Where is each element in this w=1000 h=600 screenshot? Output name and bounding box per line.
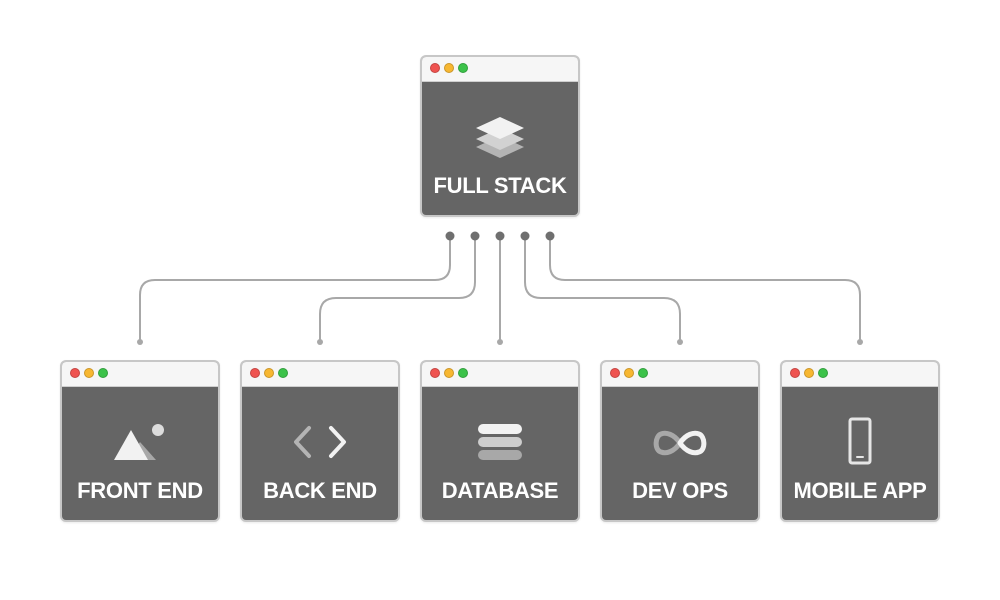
maximize-button[interactable] bbox=[98, 368, 108, 378]
back-end-window[interactable]: BACK END bbox=[240, 360, 400, 522]
connector-dot bbox=[445, 231, 455, 241]
full-stack-label: FULL STACK bbox=[433, 173, 567, 198]
minimize-button[interactable] bbox=[624, 368, 634, 378]
image-icon bbox=[62, 420, 218, 464]
connector-mobile-app bbox=[549, 236, 861, 342]
window-titlebar bbox=[62, 362, 218, 387]
connector-end-dot bbox=[677, 339, 683, 345]
connector-dev-ops bbox=[524, 236, 681, 342]
maximize-button[interactable] bbox=[638, 368, 648, 378]
minimize-button[interactable] bbox=[804, 368, 814, 378]
mobile-app-label: MOBILE APP bbox=[793, 478, 927, 503]
connector-end-dot bbox=[497, 339, 503, 345]
close-button[interactable] bbox=[790, 368, 800, 378]
window-titlebar bbox=[602, 362, 758, 387]
window-titlebar bbox=[422, 362, 578, 387]
layers-icon bbox=[422, 109, 578, 163]
database-window[interactable]: DATABASE bbox=[420, 360, 580, 522]
full-stack-window[interactable]: FULL STACK bbox=[420, 55, 580, 217]
code-icon bbox=[242, 422, 398, 462]
front-end-window[interactable]: FRONT END bbox=[60, 360, 220, 522]
window-titlebar bbox=[782, 362, 938, 387]
database-icon bbox=[422, 418, 578, 466]
mobile-app-window[interactable]: MOBILE APP bbox=[780, 360, 940, 522]
dev-ops-window[interactable]: DEV OPS bbox=[600, 360, 760, 522]
close-button[interactable] bbox=[70, 368, 80, 378]
dev-ops-label: DEV OPS bbox=[632, 478, 728, 503]
connector-end-dot bbox=[857, 339, 863, 345]
infinity-icon bbox=[602, 428, 758, 458]
maximize-button[interactable] bbox=[278, 368, 288, 378]
back-end-label: BACK END bbox=[263, 478, 377, 503]
front-end-label: FRONT END bbox=[77, 478, 203, 503]
maximize-button[interactable] bbox=[458, 63, 468, 73]
minimize-button[interactable] bbox=[444, 63, 454, 73]
connector-dot bbox=[520, 231, 530, 241]
minimize-button[interactable] bbox=[444, 368, 454, 378]
minimize-button[interactable] bbox=[84, 368, 94, 378]
connector-end-dot bbox=[137, 339, 143, 345]
close-button[interactable] bbox=[610, 368, 620, 378]
window-titlebar bbox=[422, 57, 578, 82]
connector-dot bbox=[470, 231, 480, 241]
connector-front-end bbox=[139, 236, 451, 342]
window-titlebar bbox=[242, 362, 398, 387]
maximize-button[interactable] bbox=[818, 368, 828, 378]
maximize-button[interactable] bbox=[458, 368, 468, 378]
close-button[interactable] bbox=[250, 368, 260, 378]
connector-end-dot bbox=[317, 339, 323, 345]
connector-dot bbox=[545, 231, 555, 241]
close-button[interactable] bbox=[430, 368, 440, 378]
connector-back-end bbox=[319, 236, 476, 342]
minimize-button[interactable] bbox=[264, 368, 274, 378]
database-label: DATABASE bbox=[441, 478, 559, 503]
connector-dot bbox=[495, 231, 505, 241]
close-button[interactable] bbox=[430, 63, 440, 73]
mobile-phone-icon bbox=[782, 416, 938, 466]
